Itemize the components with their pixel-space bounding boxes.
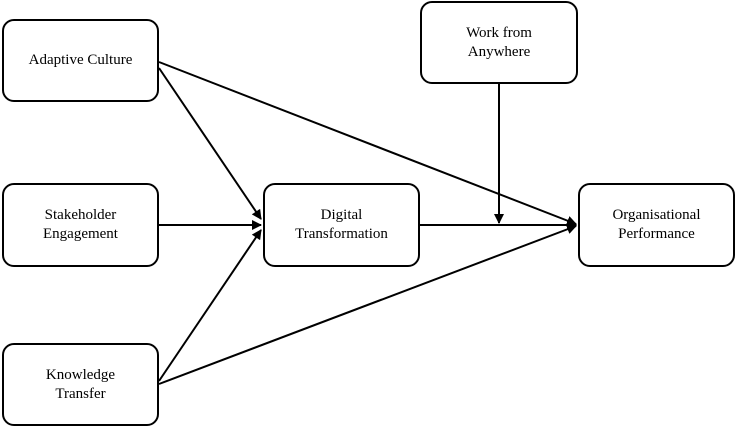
node-label: Adaptive Culture <box>28 52 133 68</box>
node-adaptive-culture: Adaptive Culture <box>2 19 159 102</box>
arrow-knowledge-to-digital <box>158 229 262 382</box>
node-label: Knowledge Transfer <box>45 366 116 402</box>
node-digital-transformation: Digital Transformation <box>263 183 420 267</box>
arrow-adaptive-to-digital <box>158 67 262 220</box>
node-label: Stakeholder Engagement <box>43 207 118 242</box>
node-label: Organisational Performance <box>612 207 701 242</box>
node-label: Work from Anywhere <box>466 24 532 60</box>
node-knowledge-transfer: Knowledge Transfer <box>2 343 159 426</box>
node-label: Digital Transformation <box>295 207 388 242</box>
node-work-from-anywhere: Work from Anywhere <box>420 1 578 84</box>
arrow-adaptive-to-organisational <box>158 61 577 226</box>
node-stakeholder-engagement: Stakeholder Engagement <box>2 183 159 267</box>
arrow-knowledge-to-organisational <box>158 224 577 385</box>
node-organisational-performance: Organisational Performance <box>578 183 735 267</box>
